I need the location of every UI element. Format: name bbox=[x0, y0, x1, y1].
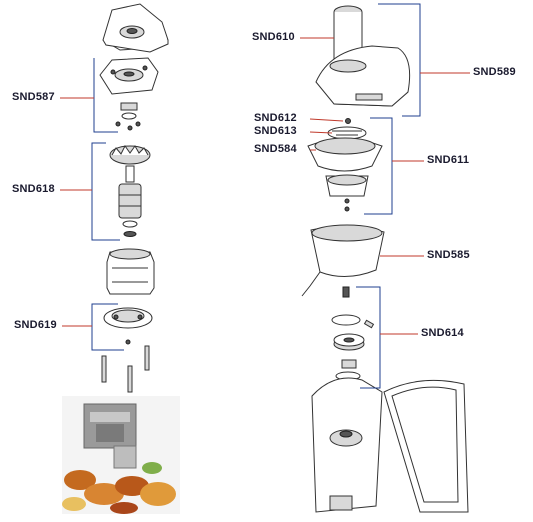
part-snd614-drive-coupling bbox=[331, 286, 375, 393]
part-snd587-housing-plate bbox=[99, 57, 159, 131]
part-snd589-lid bbox=[315, 45, 411, 107]
label-snd610: SND610 bbox=[252, 31, 295, 43]
label-snd612: SND612 bbox=[254, 112, 297, 124]
leader-snd613 bbox=[309, 131, 333, 134]
label-snd585: SND585 bbox=[427, 249, 470, 261]
side-cover-panel bbox=[383, 379, 469, 513]
label-snd611: SND611 bbox=[427, 154, 470, 166]
bracket-snd611 bbox=[364, 117, 393, 215]
label-snd618: SND618 bbox=[12, 183, 55, 195]
product-photo bbox=[62, 396, 180, 514]
label-snd614: SND614 bbox=[421, 327, 464, 339]
base-unit-housing bbox=[311, 377, 383, 513]
leader-snd612 bbox=[309, 118, 344, 122]
part-snd585-bowl bbox=[301, 224, 385, 297]
base-screws bbox=[101, 345, 150, 393]
bracket-snd589 bbox=[378, 3, 421, 117]
part-snd619-base-plate bbox=[103, 307, 153, 345]
part-snd618-rotor bbox=[109, 145, 151, 237]
bracket-snd619 bbox=[91, 303, 124, 351]
label-snd619: SND619 bbox=[14, 319, 57, 331]
part-snd611-cutting-assembly bbox=[307, 118, 383, 212]
label-snd589: SND589 bbox=[473, 66, 516, 78]
label-snd584: SND584 bbox=[254, 143, 297, 155]
motor-stator bbox=[106, 248, 155, 295]
label-snd587: SND587 bbox=[12, 91, 55, 103]
label-snd613: SND613 bbox=[254, 125, 297, 137]
motor-top-cover bbox=[102, 3, 169, 53]
bracket-snd618 bbox=[91, 142, 120, 241]
bracket-snd614 bbox=[356, 286, 381, 389]
bracket-snd587 bbox=[93, 58, 118, 133]
